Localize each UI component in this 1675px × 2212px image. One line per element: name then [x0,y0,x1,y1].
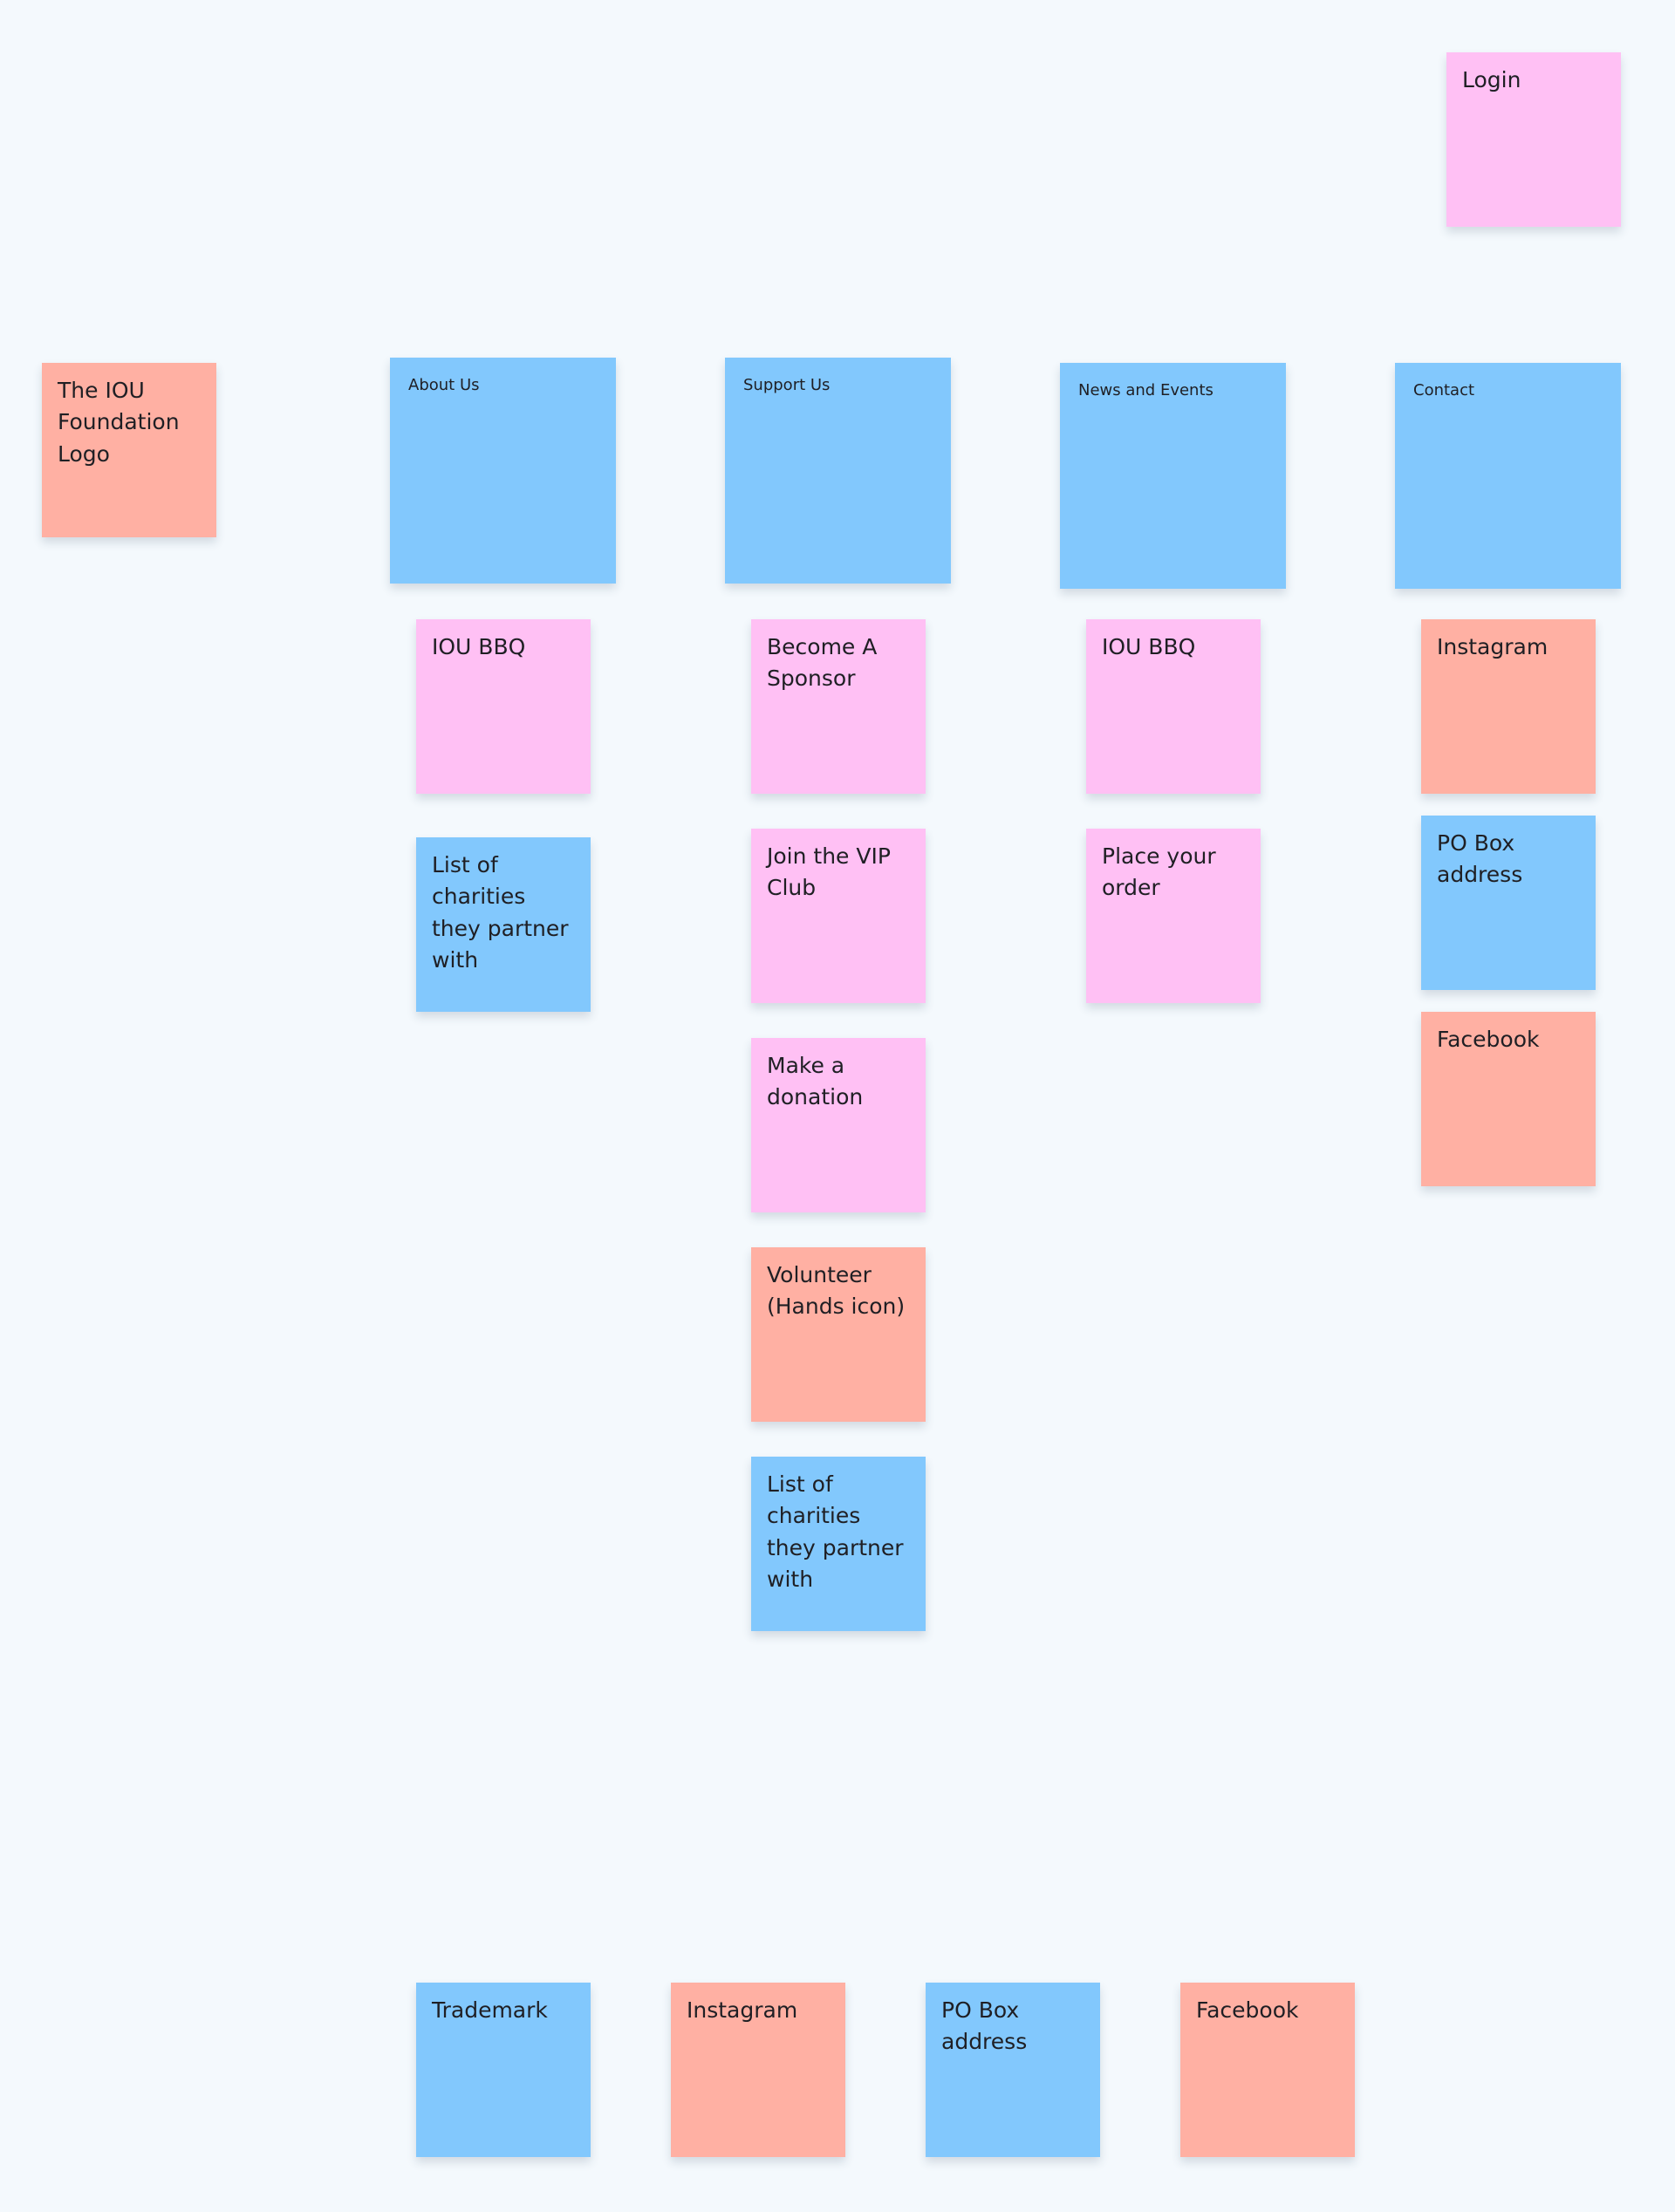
nav-about-us-label: About Us [408,376,480,394]
nav-news-and-events[interactable]: News and Events [1060,363,1286,589]
nav-about-us[interactable]: About Us [390,358,616,584]
footer-item[interactable]: PO Box address [926,1983,1100,2157]
support-us-item[interactable]: Join the VIP Club [751,829,926,1003]
support-us-item-label: Make a donation [767,1053,864,1110]
login-note[interactable]: Login [1446,52,1621,227]
about-us-item[interactable]: List of charities they partner with [416,837,591,1012]
footer-item-label: Facebook [1196,1997,1299,2023]
news-item-label: IOU BBQ [1102,634,1196,659]
support-us-item-label: Join the VIP Club [767,843,891,901]
support-us-item[interactable]: Make a donation [751,1038,926,1212]
footer-item-label: Trademark [432,1997,548,2023]
contact-item-label: Facebook [1437,1027,1540,1052]
logo-label: The IOU Foundation Logo [58,378,180,467]
support-us-item-label: Become A Sponsor [767,634,878,692]
news-item[interactable]: IOU BBQ [1086,619,1261,794]
support-us-item[interactable]: Become A Sponsor [751,619,926,794]
contact-item-label: Instagram [1437,634,1549,659]
footer-item-label: Instagram [687,1997,798,2023]
nav-news-and-events-label: News and Events [1078,381,1214,399]
support-us-item[interactable]: Volunteer (Hands icon) [751,1247,926,1422]
about-us-item[interactable]: IOU BBQ [416,619,591,794]
about-us-item-label: List of charities they partner with [432,852,569,973]
support-us-item-label: List of charities they partner with [767,1471,904,1592]
nav-contact[interactable]: Contact [1395,363,1621,589]
support-us-item[interactable]: List of charities they partner with [751,1457,926,1631]
nav-contact-label: Contact [1413,381,1475,399]
nav-support-us[interactable]: Support Us [725,358,951,584]
login-label: Login [1462,67,1521,92]
footer-item-label: PO Box address [941,1997,1028,2055]
footer-item[interactable]: Facebook [1180,1983,1355,2157]
contact-item[interactable]: PO Box address [1421,816,1596,990]
news-item-label: Place your order [1102,843,1216,901]
footer-item[interactable]: Trademark [416,1983,591,2157]
about-us-item-label: IOU BBQ [432,634,526,659]
support-us-item-label: Volunteer (Hands icon) [767,1262,906,1320]
footer-item[interactable]: Instagram [671,1983,845,2157]
contact-item-label: PO Box address [1437,830,1523,888]
contact-item[interactable]: Instagram [1421,619,1596,794]
contact-item[interactable]: Facebook [1421,1012,1596,1186]
logo-note: The IOU Foundation Logo [42,363,216,537]
news-item[interactable]: Place your order [1086,829,1261,1003]
nav-support-us-label: Support Us [743,376,831,394]
